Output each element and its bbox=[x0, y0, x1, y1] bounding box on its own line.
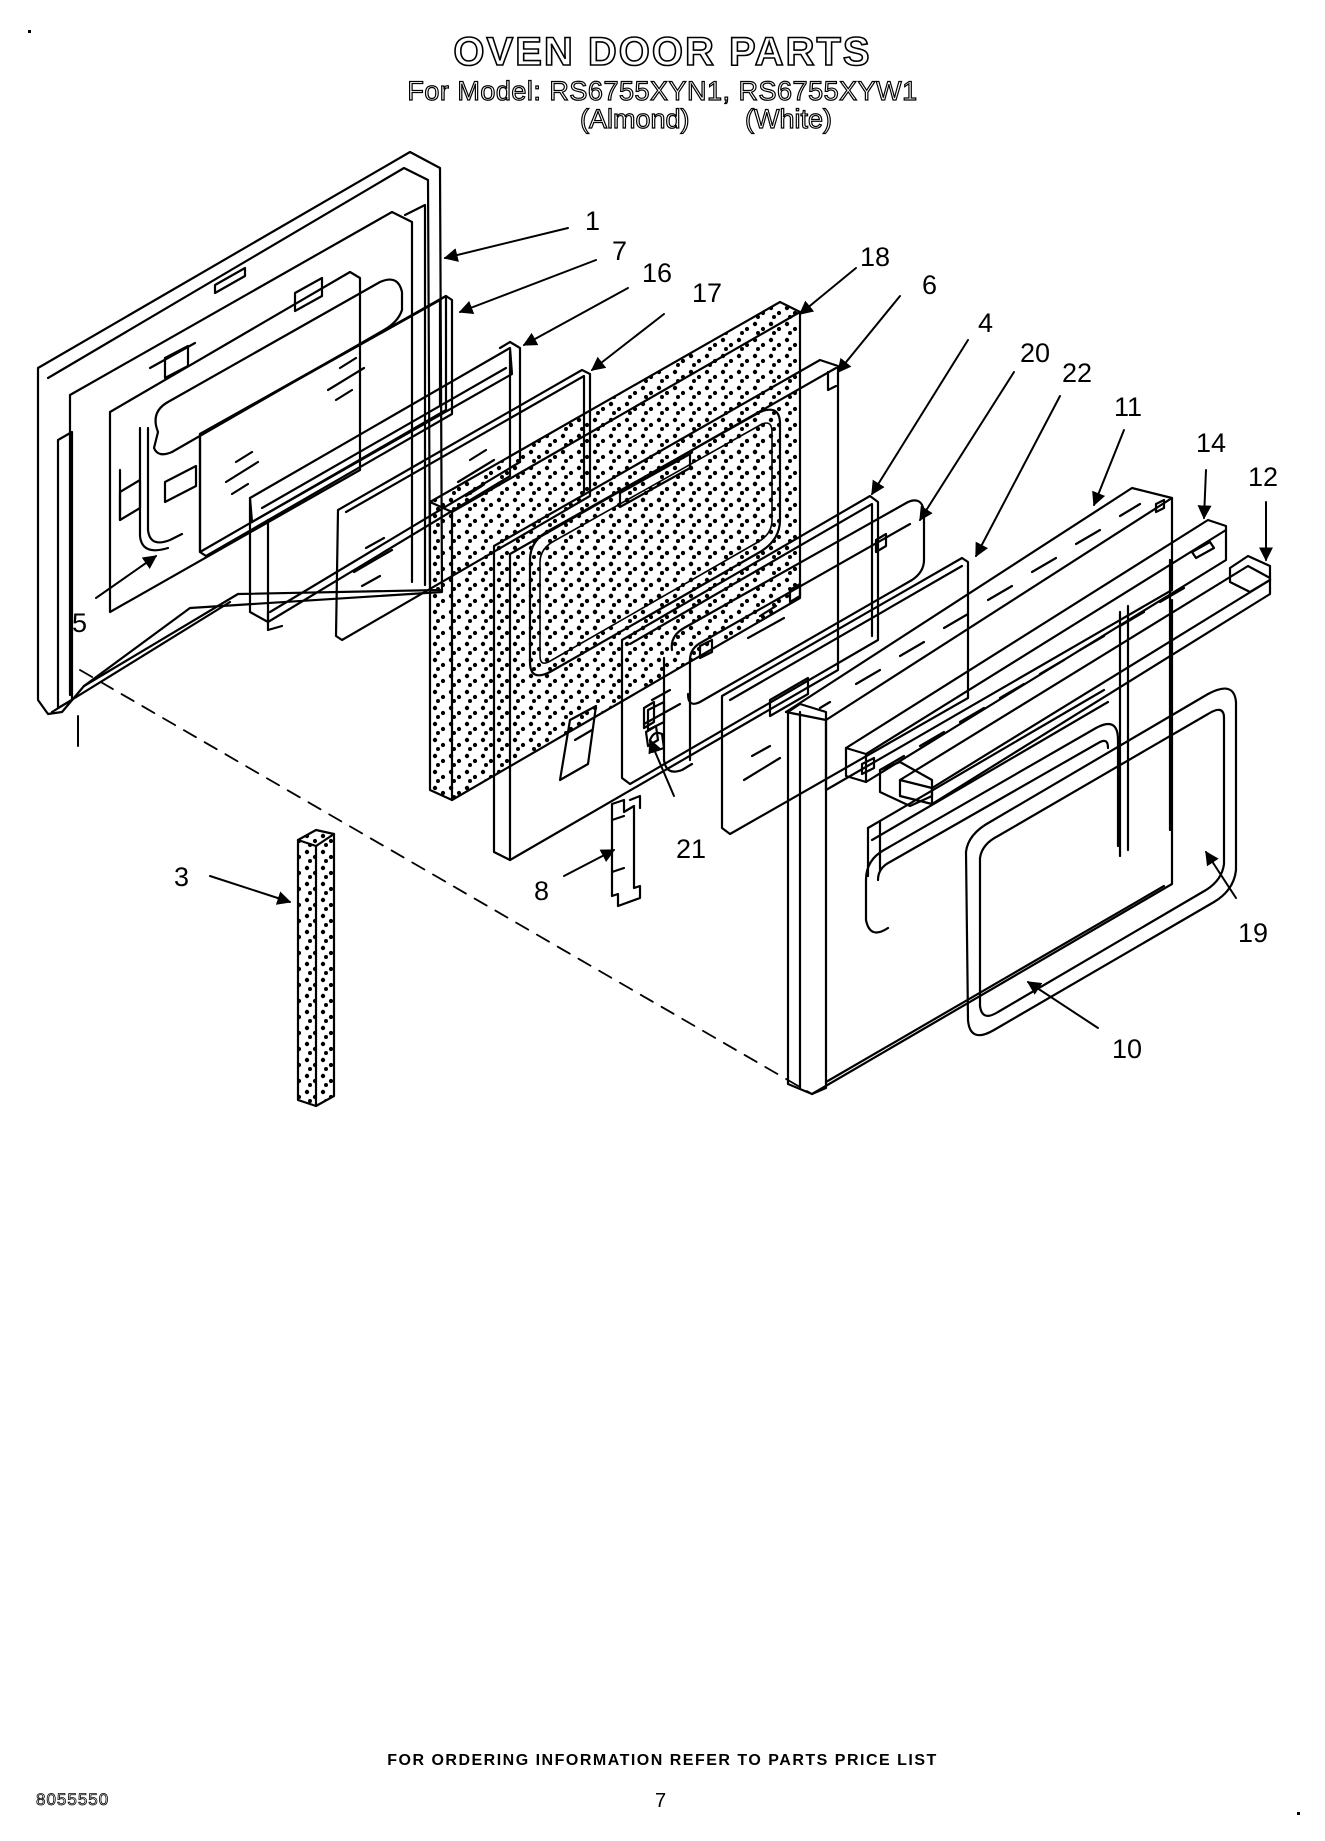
callout-21: 21 bbox=[676, 834, 706, 864]
page-title: OVEN DOOR PARTS bbox=[453, 29, 872, 75]
part-3-insulation-strip bbox=[296, 828, 336, 1108]
scan-speck bbox=[1297, 1812, 1300, 1815]
callout-1: 1 bbox=[585, 206, 600, 236]
callout-10: 10 bbox=[1112, 1034, 1142, 1064]
part-12-handle bbox=[878, 554, 1272, 808]
callout-7: 7 bbox=[612, 236, 627, 266]
part-7-window-glass bbox=[198, 294, 454, 558]
callout-18: 18 bbox=[860, 242, 890, 272]
callout-19: 19 bbox=[1238, 918, 1268, 948]
callout-22: 22 bbox=[1062, 358, 1092, 388]
callout-11: 11 bbox=[1114, 392, 1142, 422]
document-number: 8055550 bbox=[36, 1790, 110, 1810]
callout-5: 5 bbox=[72, 608, 87, 638]
part-20-window-frame bbox=[662, 499, 926, 773]
model-line: For Model: RS6755XYN1, RS6755XYW1 bbox=[407, 75, 918, 106]
scan-speck bbox=[28, 30, 31, 33]
ordering-info: FOR ORDERING INFORMATION REFER TO PARTS … bbox=[387, 1752, 938, 1769]
callout-3: 3 bbox=[174, 862, 189, 892]
callout-16: 16 bbox=[642, 258, 672, 288]
callout-leaders bbox=[95, 227, 1273, 1029]
callout-8: 8 bbox=[534, 876, 549, 906]
callout-20: 20 bbox=[1020, 338, 1050, 368]
callout-12: 12 bbox=[1248, 462, 1278, 492]
part-8-hinge-bracket bbox=[610, 794, 642, 908]
callout-6: 6 bbox=[922, 270, 937, 300]
color-almond: (Almond) bbox=[579, 103, 690, 134]
part-1-door-liner bbox=[36, 150, 444, 716]
part-14-handle-rail bbox=[844, 518, 1228, 784]
part-19-door-trim bbox=[864, 687, 1238, 1037]
part-22-outer-glass bbox=[720, 556, 970, 836]
callout-4: 4 bbox=[978, 308, 993, 338]
part-5-gasket bbox=[138, 278, 404, 552]
part-10-outer-door bbox=[786, 598, 1174, 1096]
callout-14: 14 bbox=[1196, 428, 1226, 458]
callout-17: 17 bbox=[692, 278, 722, 308]
part-6-inner-panel bbox=[492, 358, 840, 862]
page-number: 7 bbox=[655, 1790, 667, 1812]
callout-numbers: 1 7 16 17 18 6 4 20 22 11 14 12 5 3 8 21… bbox=[72, 206, 1278, 1064]
assembly-dashed-line bbox=[79, 669, 813, 1095]
color-white: (White) bbox=[744, 103, 832, 134]
